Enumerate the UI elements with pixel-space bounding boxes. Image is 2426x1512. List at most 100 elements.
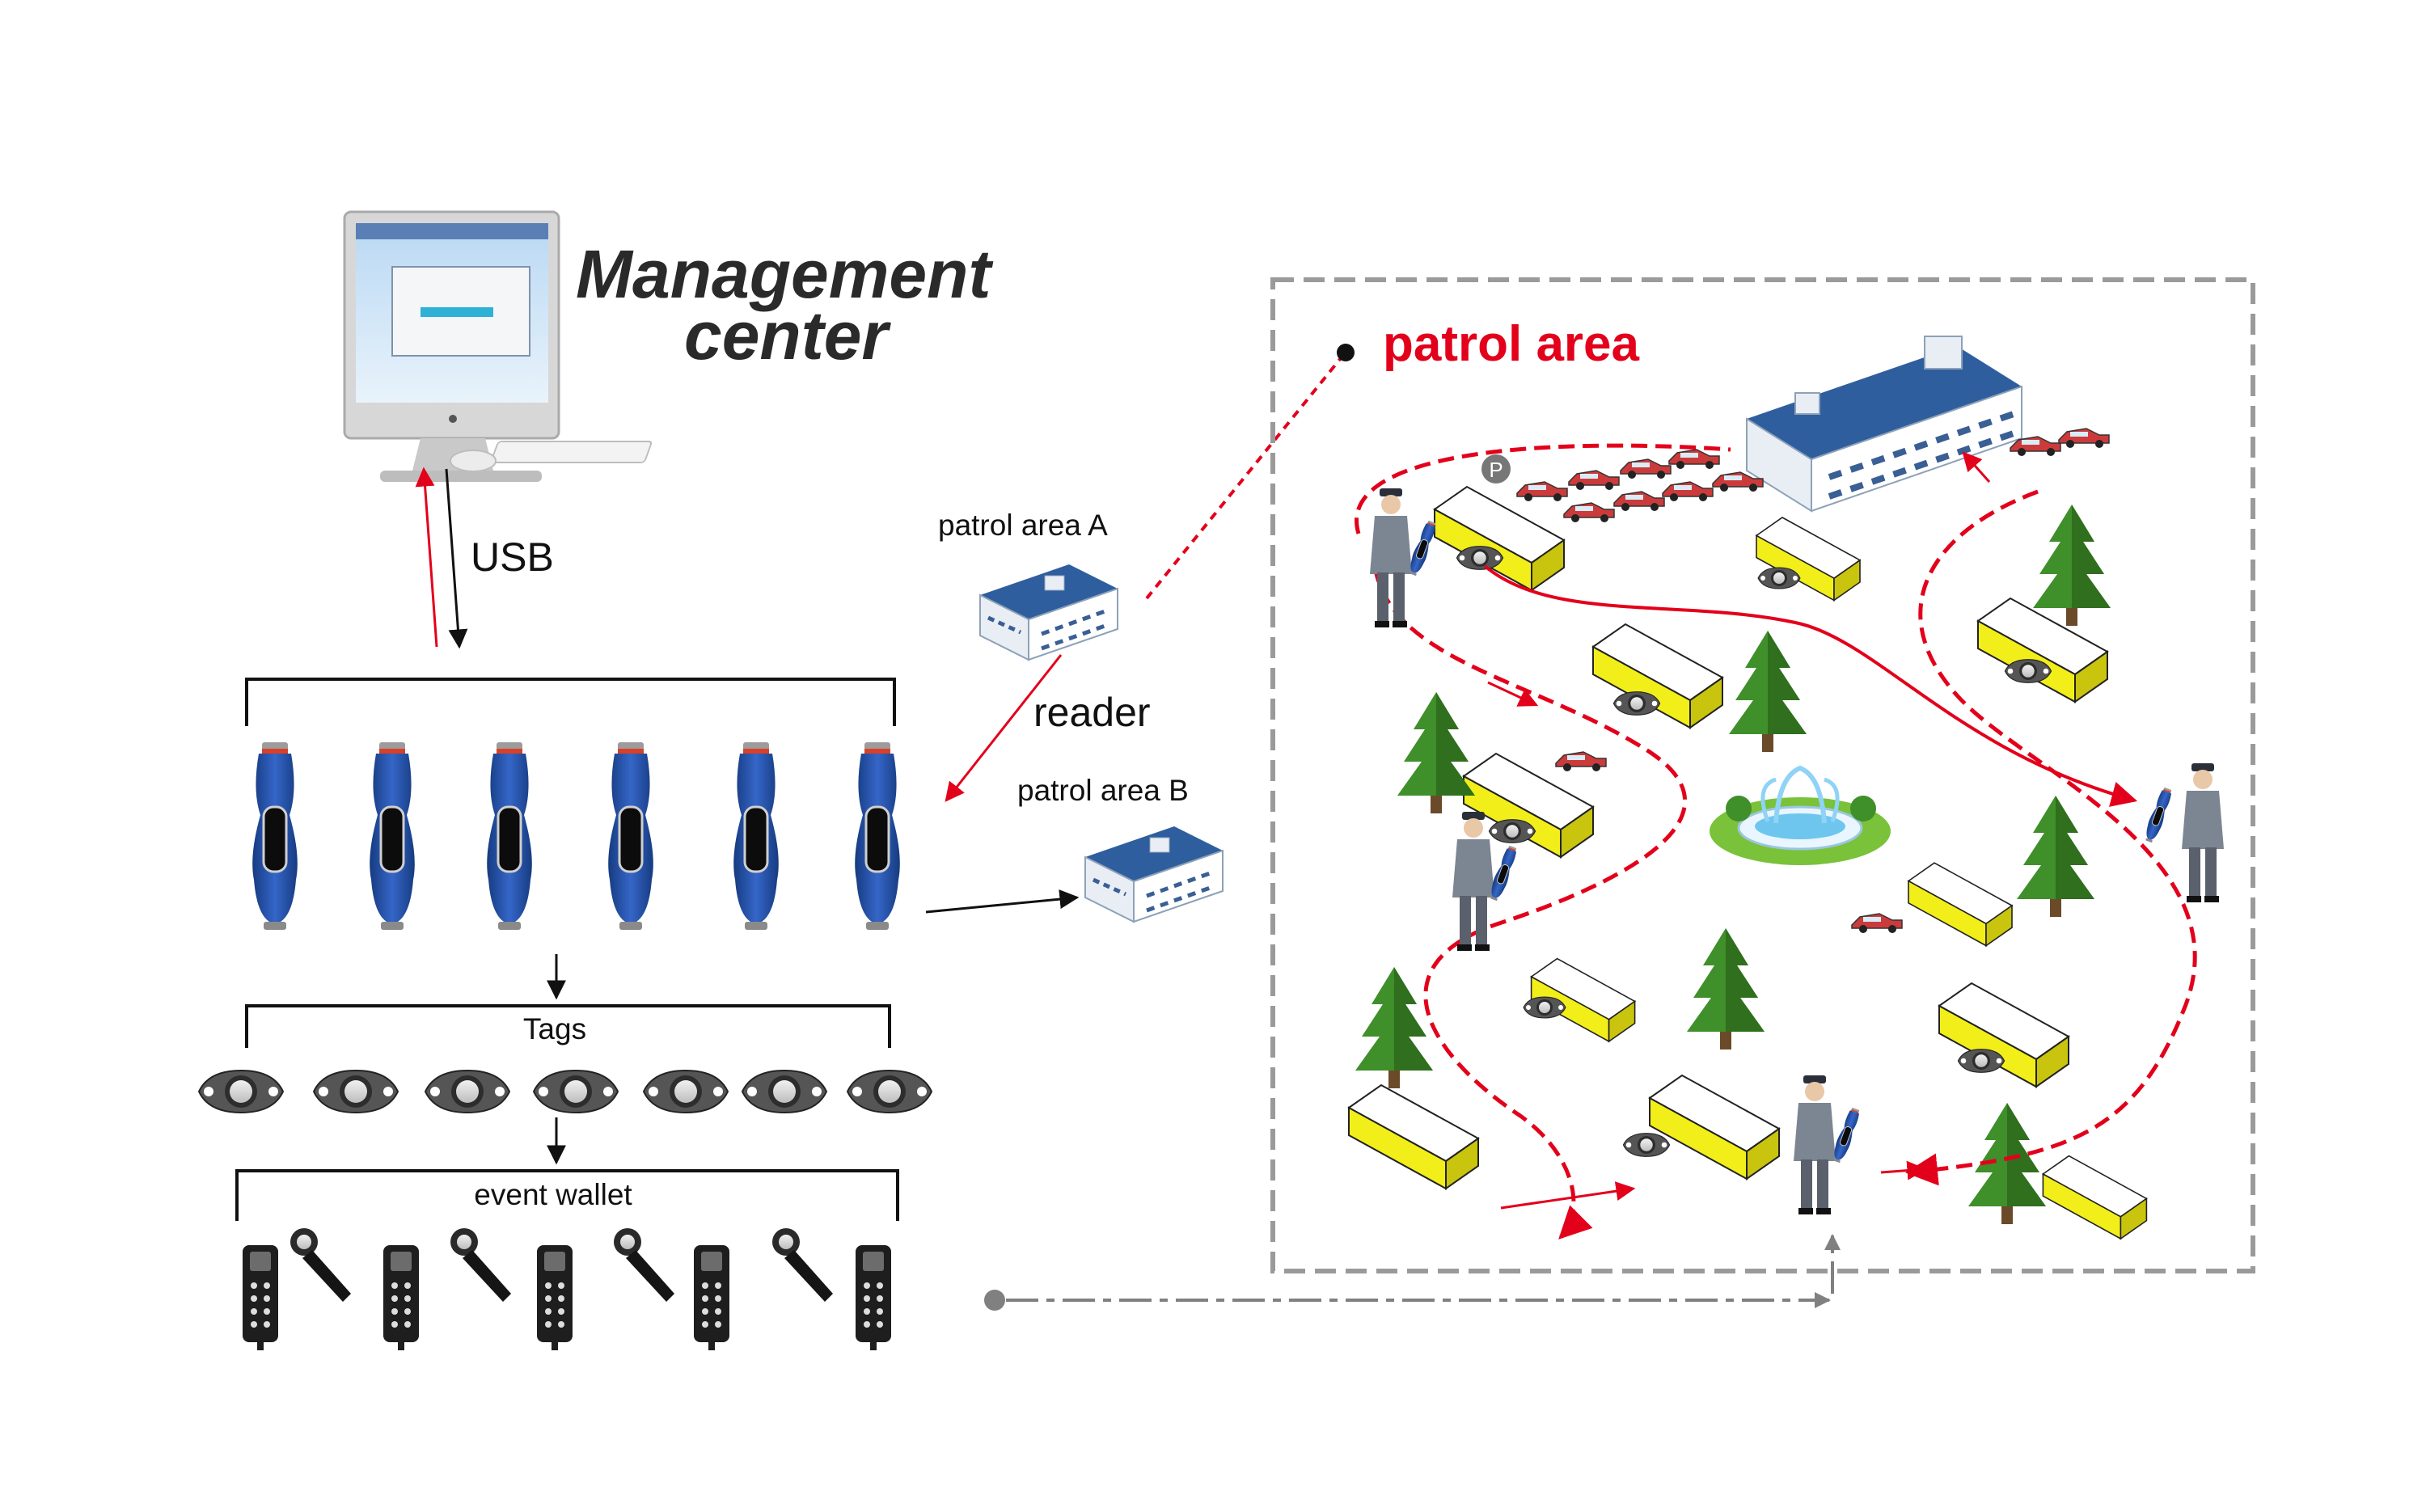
tag-icon — [1757, 567, 1801, 589]
car-icon — [2058, 428, 2110, 449]
computer-icon — [343, 210, 653, 482]
tag-icon — [847, 1070, 932, 1113]
tag-icon — [198, 1070, 284, 1113]
reader-icon — [732, 741, 780, 931]
car-icon — [1668, 449, 1720, 470]
card-icon — [537, 1245, 573, 1350]
arrow-reader-to-area-b — [925, 889, 1080, 914]
management-title-line2: center — [684, 298, 891, 374]
building-icon — [2042, 1155, 2148, 1240]
patrol-area-b-label: patrol area B — [1017, 774, 1189, 807]
card-icon — [383, 1245, 419, 1350]
building-icon — [1592, 623, 1723, 729]
tree-icon — [1687, 928, 1765, 1050]
event-wallet-label: event wallet — [474, 1178, 632, 1211]
building-icon — [1977, 598, 2108, 703]
patrol-route-solid — [1483, 564, 2138, 807]
management-title-line1: Management — [576, 236, 993, 312]
building-icon — [1938, 982, 2069, 1088]
tree-icon — [1729, 631, 1807, 752]
tag-icon — [643, 1070, 729, 1113]
patrol-area-boundary — [1270, 277, 2255, 1273]
tree-icon — [1968, 1103, 2046, 1224]
patrol-route-dashed-outer — [1355, 443, 1731, 534]
tree-icon — [2017, 796, 2094, 917]
tag-icon — [1612, 691, 1661, 716]
car-icon — [1516, 481, 1568, 502]
flow-start-dot — [984, 1290, 1005, 1311]
patrol-routes — [1355, 443, 2197, 1240]
patrol-area-dot — [1337, 344, 1355, 361]
patrol-route-short-d — [1962, 451, 1991, 483]
fountain-icon — [1710, 765, 1891, 865]
key-icon — [290, 1228, 351, 1302]
readers-row — [251, 741, 902, 931]
usb-arrow-down — [445, 468, 468, 649]
building-icon — [1649, 1075, 1780, 1180]
tag-icon — [742, 1070, 827, 1113]
car-icon — [1620, 458, 1672, 479]
reader-icon — [853, 741, 902, 931]
tag-icon — [533, 1070, 619, 1113]
tags-row — [198, 1070, 932, 1113]
reader-icon — [1405, 519, 1439, 578]
event-wallet-row — [243, 1228, 891, 1350]
tags-label: Tags — [523, 1012, 586, 1045]
patrol-route-short-c — [1880, 1160, 1927, 1180]
card-icon — [856, 1245, 891, 1350]
reader-icon — [485, 741, 534, 931]
tag-icon — [313, 1070, 399, 1113]
card-icon — [694, 1245, 729, 1350]
tag-icon — [1488, 819, 1536, 843]
tags-bracket — [245, 1004, 891, 1048]
car-icon — [1568, 470, 1620, 491]
building-icon — [980, 564, 1118, 660]
tree-icon — [2033, 505, 2111, 626]
patrol-route-short-a — [1487, 681, 1539, 707]
car-icon — [1851, 913, 1903, 934]
tag-icon — [425, 1070, 510, 1113]
building-icon — [1085, 826, 1223, 922]
tag-icon — [1622, 1133, 1671, 1157]
parking-sign-label: P — [1489, 458, 1503, 482]
guard-icon — [2182, 763, 2224, 902]
reader-label: reader — [1033, 690, 1151, 735]
tag-icon — [1957, 1049, 2005, 1073]
reader-icon — [251, 741, 299, 931]
key-icon — [614, 1228, 674, 1302]
patrol-area-title: patrol area — [1383, 316, 1640, 372]
reader-icon — [368, 741, 416, 931]
card-icon — [243, 1245, 278, 1350]
usb-arrow-up — [415, 467, 438, 648]
car-icon — [1563, 502, 1615, 523]
building-icon — [1746, 336, 2022, 513]
patrol-route-dashed-east — [1905, 489, 2197, 1186]
patrol-route-dashed-west — [1372, 565, 1687, 1240]
guard-icon — [1370, 488, 1412, 627]
key-icon — [772, 1228, 833, 1302]
tree-icon — [1397, 692, 1475, 813]
patrol-area-a-label: patrol area A — [938, 509, 1108, 542]
car-icon — [1555, 751, 1607, 772]
arrow-area-a-to-reader — [945, 654, 1063, 802]
reader-icon — [1829, 1106, 1863, 1165]
reader-icon — [2141, 786, 2175, 845]
tag-icon — [1456, 546, 1504, 570]
tree-icon — [1355, 967, 1433, 1088]
tag-icon — [1523, 996, 1566, 1019]
usb-label: USB — [471, 534, 554, 580]
readers-bracket — [245, 678, 896, 726]
car-icon — [1613, 491, 1665, 512]
guard-icon — [1794, 1075, 1836, 1214]
tag-icon — [2004, 659, 2052, 683]
event-wallet-bracket — [235, 1169, 899, 1221]
building-icon — [1348, 1084, 1479, 1189]
key-icon — [450, 1228, 511, 1302]
patrol-route-short-b — [1500, 1181, 1636, 1210]
car-icon — [1662, 481, 1714, 502]
reader-icon — [606, 741, 655, 931]
patrol-area-link — [1145, 353, 1346, 600]
parking-sign-icon — [1481, 454, 1511, 484]
guard-icon — [1452, 812, 1494, 951]
